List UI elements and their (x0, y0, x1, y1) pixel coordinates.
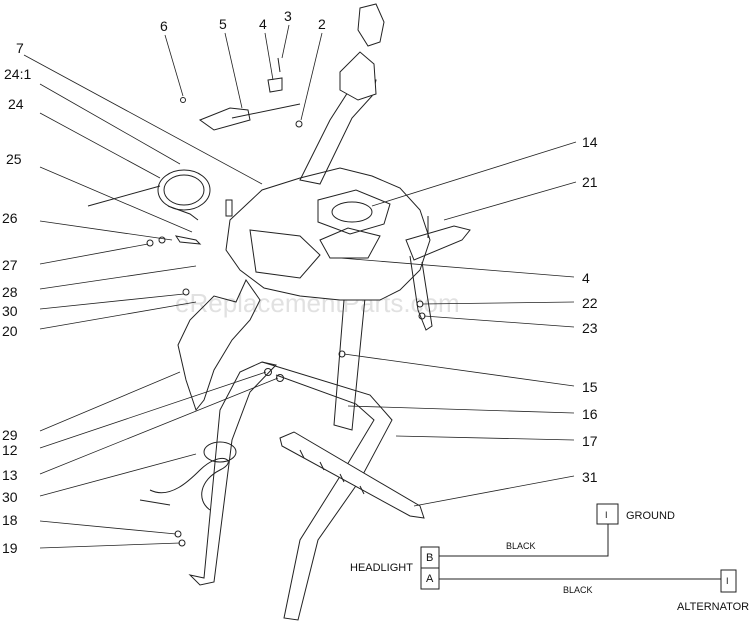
callout-numbers: 7 24:1 24 25 26 27 28 30 20 29 12 13 30 … (2, 8, 598, 556)
ground-label: GROUND (626, 510, 675, 522)
alternator-pin-label: I (726, 576, 729, 586)
callout-2: 2 (318, 16, 326, 32)
callout-28: 28 (2, 284, 18, 300)
terminal-a-label: A (426, 573, 434, 585)
callout-4-top: 4 (259, 16, 267, 32)
callout-6: 6 (160, 18, 168, 34)
ground-pin-label: I (605, 510, 608, 520)
callout-30-top: 30 (2, 303, 18, 319)
callout-24: 24 (8, 96, 24, 112)
headlight-label: HEADLIGHT (350, 562, 413, 574)
callout-4-right: 4 (582, 270, 590, 286)
callout-7: 7 (16, 40, 24, 56)
callout-14: 14 (582, 134, 598, 150)
callout-23: 23 (582, 320, 598, 336)
callout-25: 25 (6, 151, 22, 167)
callout-30-bottom: 30 (2, 489, 18, 505)
handle-assembly-drawing (87, 3, 471, 621)
callout-13: 13 (2, 467, 18, 483)
leader-lines (23, 24, 577, 549)
callout-15: 15 (582, 379, 598, 395)
callout-29: 29 (2, 427, 18, 443)
alternator-label: ALTERNATOR (677, 601, 749, 613)
wire-top-label: BLACK (506, 541, 536, 551)
alternator-terminal-box (720, 569, 737, 593)
black-wire-ground (439, 524, 609, 557)
callout-21: 21 (582, 174, 598, 190)
wire-bottom-label: BLACK (563, 585, 593, 595)
callout-31: 31 (582, 469, 598, 485)
callout-26: 26 (2, 210, 18, 226)
callout-12: 12 (2, 442, 18, 458)
callout-20: 20 (2, 323, 18, 339)
callout-27: 27 (2, 257, 18, 273)
callout-16: 16 (582, 406, 598, 422)
wiring-schematic: I GROUND B A HEADLIGHT BLACK BLACK I ALT… (350, 503, 749, 613)
terminal-b-label: B (426, 552, 433, 564)
callout-24-1: 24:1 (4, 66, 31, 82)
callout-5: 5 (219, 16, 227, 32)
callout-3: 3 (284, 8, 292, 24)
callout-22: 22 (582, 295, 598, 311)
callout-19: 19 (2, 540, 18, 556)
callout-17: 17 (582, 433, 598, 449)
callout-18: 18 (2, 512, 18, 528)
